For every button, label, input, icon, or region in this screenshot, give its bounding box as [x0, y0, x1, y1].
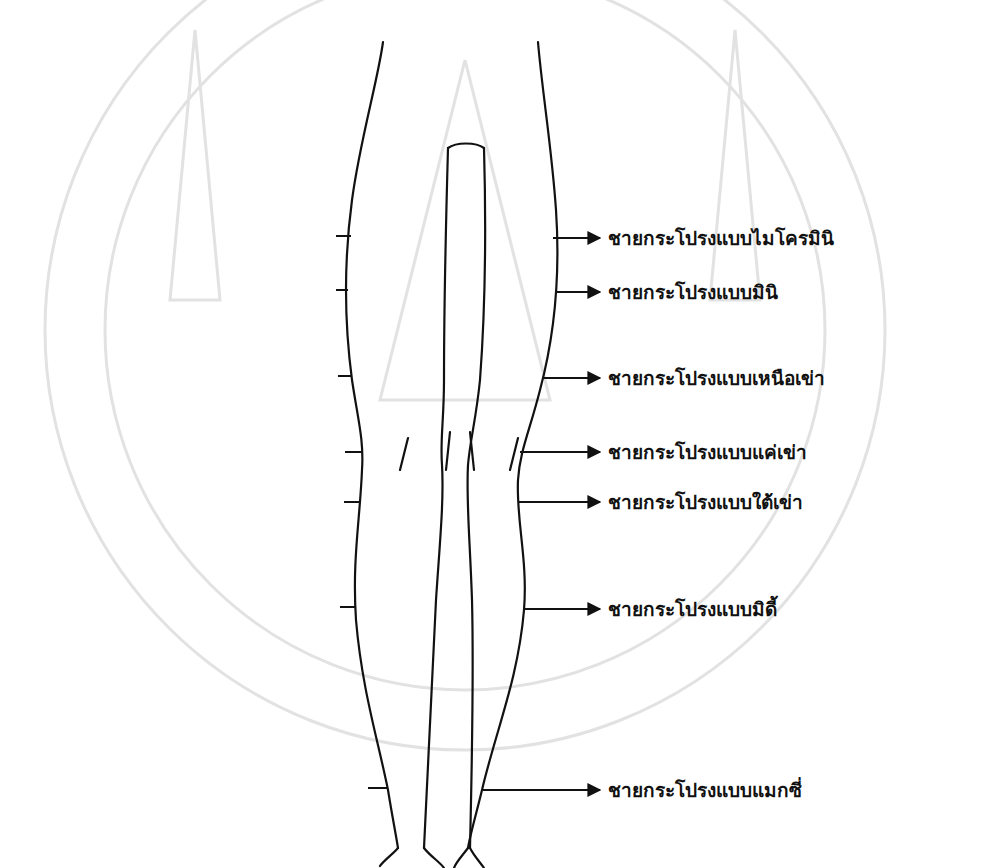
- hem-label: ชายกระโปรงแบบแมกซี่: [608, 779, 802, 802]
- hem-label: ชายกระโปรงแบบไมโครมินิ: [608, 227, 834, 250]
- hem-label: ชายกระโปรงแบบมิดี้: [608, 598, 777, 621]
- hem-label: ชายกระโปรงแบบแค่เข่า: [608, 441, 807, 464]
- hem-label: ชายกระโปรงแบบใต้เข่า: [608, 491, 803, 514]
- hem-label: ชายกระโปรงแบบมินิ: [608, 281, 778, 304]
- watermark-seal: [45, 0, 885, 750]
- hem-ticks: [336, 236, 388, 788]
- leader-arrow: [482, 238, 600, 790]
- hem-label: ชายกระโปรงแบบเหนือเข่า: [608, 367, 825, 390]
- leg-outline: [346, 42, 557, 868]
